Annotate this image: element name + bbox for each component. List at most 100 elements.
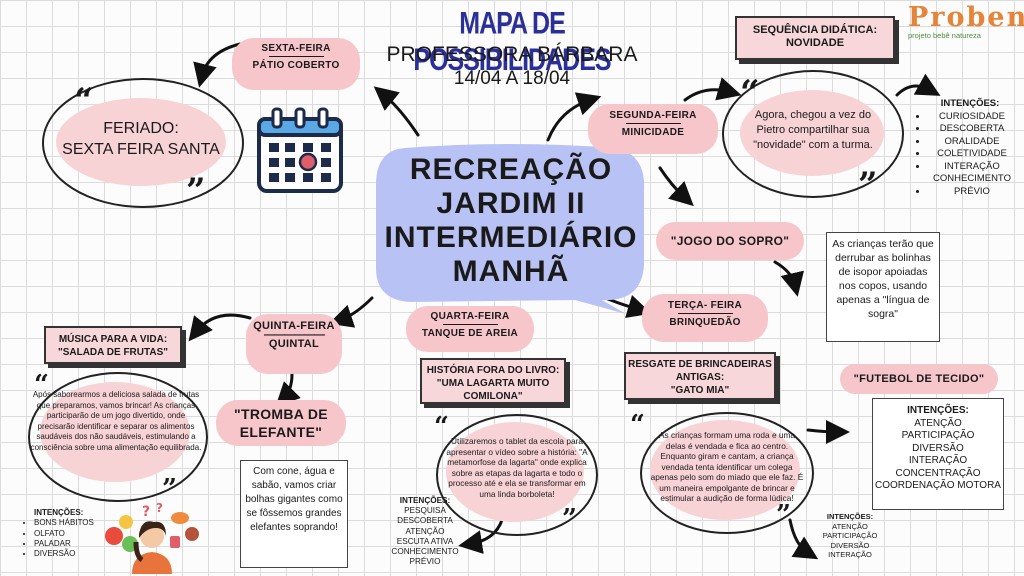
gato-oval (640, 412, 814, 534)
lagarta-title-2: "UMA LAGARTA MUITO (436, 378, 550, 389)
separator: —————— (626, 118, 681, 129)
sopro-pill: "JOGO DO SOPRO" (656, 222, 804, 260)
arrow-quinta-to-tromba (275, 372, 301, 407)
intent-item: ESCUTA ATIVA (396, 536, 454, 546)
feriado-text: FERIADO: SEXTA FEIRA SANTA (56, 118, 226, 160)
gato-title-3: "GATO MIA" (670, 385, 730, 396)
feriado-oval (42, 78, 244, 208)
intent-item: COLETIVIDADE (928, 148, 1022, 161)
intent-item: PARTICIPAÇÃO (822, 531, 878, 540)
gato-title-2: ANTIGAS: (675, 372, 725, 383)
page-title: MAPA DE POSSIBILIDADES (413, 6, 611, 78)
lagarta-title-1: HISTÓRIA FORA DO LIVRO: (426, 365, 560, 376)
center-title: RECREAÇÃO JARDIM II INTERMEDIÁRIO MANHÃ (380, 153, 642, 289)
intent-item: INTERAÇÃO (908, 455, 968, 466)
proben-logo: Proben projeto bebê natureza (908, 2, 1024, 48)
musica-title-1: MÚSICA PARA A VIDA: (58, 334, 168, 345)
place-label: PÁTIO COBERTO (252, 60, 340, 71)
day-label: TERÇA- FEIRA (667, 300, 743, 311)
tromba-title-2: ELEFANTE" (239, 424, 323, 440)
date-range: 14/04 A 18/04 (453, 68, 571, 89)
intent-item: DIVERSÃO (912, 442, 964, 454)
intents-title: INTENÇÕES: (34, 508, 84, 517)
novidade-title-box: SEQUÊNCIA DIDÁTICA: NOVIDADE (735, 16, 895, 60)
feriado-fill (56, 98, 226, 186)
close-quote-icon: ” (162, 474, 177, 504)
intent-item: PALADAR (34, 539, 104, 549)
day-label: QUARTA-FEIRA (430, 311, 510, 322)
open-quote-icon: “ (434, 412, 449, 442)
lagarta-text: Utilizaremos o tablet da escola para apr… (446, 436, 588, 499)
lagarta-fill (446, 422, 584, 522)
day-label: SEXTA-FEIRA (261, 43, 331, 54)
gato-text: As crianças formam uma roda e uma delas … (650, 430, 804, 503)
close-quote-icon: ” (186, 171, 206, 211)
futebol-card: INTENÇÕES: ATENÇÃO PARTICIPAÇÃO DIVERSÃO… (872, 398, 1004, 510)
day-label: QUINTA-FEIRA (253, 320, 335, 332)
day-pill-segunda: SEGUNDA-FEIRA —————— MINICIDADE (588, 104, 718, 154)
separator: —————— (264, 329, 325, 341)
open-quote-icon: “ (630, 410, 645, 440)
intent-item: ATENÇÃO (832, 521, 868, 531)
intent-item: DESCOBERTA (928, 123, 1022, 136)
open-quote-icon: “ (34, 370, 49, 400)
musica-intents: INTENÇÕES: BONS HÁBITOS OLFATO PALADAR D… (20, 508, 104, 559)
arrow-center-to-sexta (373, 86, 420, 137)
close-quote-icon: ” (858, 165, 878, 205)
intents-title: INTENÇÕES: (399, 496, 451, 505)
day-pill-quinta: QUINTA-FEIRA —————— QUINTAL (246, 314, 342, 374)
separator: —————— (678, 308, 733, 319)
center-speech-bubble (376, 144, 645, 314)
intent-item: DIVERSÃO (34, 549, 104, 559)
intent-item: DIVERSÃO (830, 540, 870, 550)
arrow-sopro-to-card (773, 260, 804, 297)
intent-item: CONHECIMENTO PRÉVIO (391, 547, 459, 567)
separator: —————— (443, 319, 498, 330)
musica-title-2: "SALADA DE FRUTAS" (57, 347, 169, 358)
lagarta-title-3: COMILONA" (463, 391, 523, 402)
musica-oval (28, 372, 208, 502)
girl-food-illustration: ? ? (105, 501, 199, 574)
arrow-segunda-to-novidade (683, 77, 742, 102)
intent-item: INTERAÇÃO (828, 550, 872, 559)
sopro-card: As crianças terão que derrubar as bolinh… (826, 232, 940, 342)
musica-title-box: MÚSICA PARA A VIDA: "SALADA DE FRUTAS" (44, 326, 182, 364)
intent-item: ATENÇÃO (914, 417, 962, 429)
logo-tagline: projeto bebê natureza (908, 31, 981, 40)
novidade-intents: INTENÇÕES: CURIOSIDADE DESCOBERTA ORALID… (918, 98, 1022, 198)
intent-item: OLFATO (34, 529, 104, 539)
svg-text:?: ? (156, 501, 163, 515)
intents-title: INTENÇÕES: (826, 512, 874, 521)
logo-wordmark: Proben (908, 2, 1024, 33)
musica-fill (40, 382, 190, 482)
arrow-center-to-quinta (328, 296, 374, 328)
arrow-gato-to-futebol (806, 419, 850, 444)
place-label: MINICIDADE (621, 127, 685, 138)
intent-item: PARTICIPAÇÃO (901, 430, 975, 441)
gato-title-box: RESGATE DE BRINCADEIRAS ANTIGAS: "GATO M… (624, 352, 776, 400)
intent-item: CONCENTRAÇÃO (895, 467, 981, 479)
arrow-novidade-to-intents (895, 73, 941, 97)
open-quote-icon: “ (74, 81, 94, 121)
lagarta-intents: INTENÇÕES: PESQUISA DESCOBERTA ATENÇÃO E… (382, 496, 468, 567)
novidade-fill (740, 90, 884, 176)
center-line-2: JARDIM II (436, 187, 586, 220)
center-line-3: INTERMEDIÁRIO (384, 221, 638, 254)
lagarta-title-box: HISTÓRIA FORA DO LIVRO: "UMA LAGARTA MUI… (420, 358, 566, 404)
feriado-line-2: SEXTA FEIRA SANTA (62, 141, 220, 158)
futebol-pill: "FUTEBOL DE TECIDO" (840, 364, 998, 394)
place-label: TANQUE DE AREIA (421, 328, 519, 339)
close-quote-icon: ” (562, 504, 577, 534)
intent-item: PESQUISA (404, 506, 446, 516)
gato-fill (650, 420, 800, 520)
tromba-card: Com cone, água e sabão, vamos criar bolh… (240, 460, 348, 568)
musica-text: Após saborearmos a deliciosa salada de f… (30, 390, 202, 452)
arrow-quinta-to-musica (188, 313, 252, 342)
arrow-center-to-segunda (546, 92, 602, 142)
intent-item: ATENÇÃO (405, 526, 445, 536)
gato-title-1: RESGATE DE BRINCADEIRAS (628, 359, 772, 370)
intent-item: INTERAÇÃO (928, 161, 1022, 174)
intent-item: CONHECIMENTO PRÉVIO (928, 173, 1022, 198)
tromba-title-1: "TROMBA DE (234, 406, 328, 422)
novidade-title-1: SEQUÊNCIA DIDÁTICA: (752, 24, 878, 36)
